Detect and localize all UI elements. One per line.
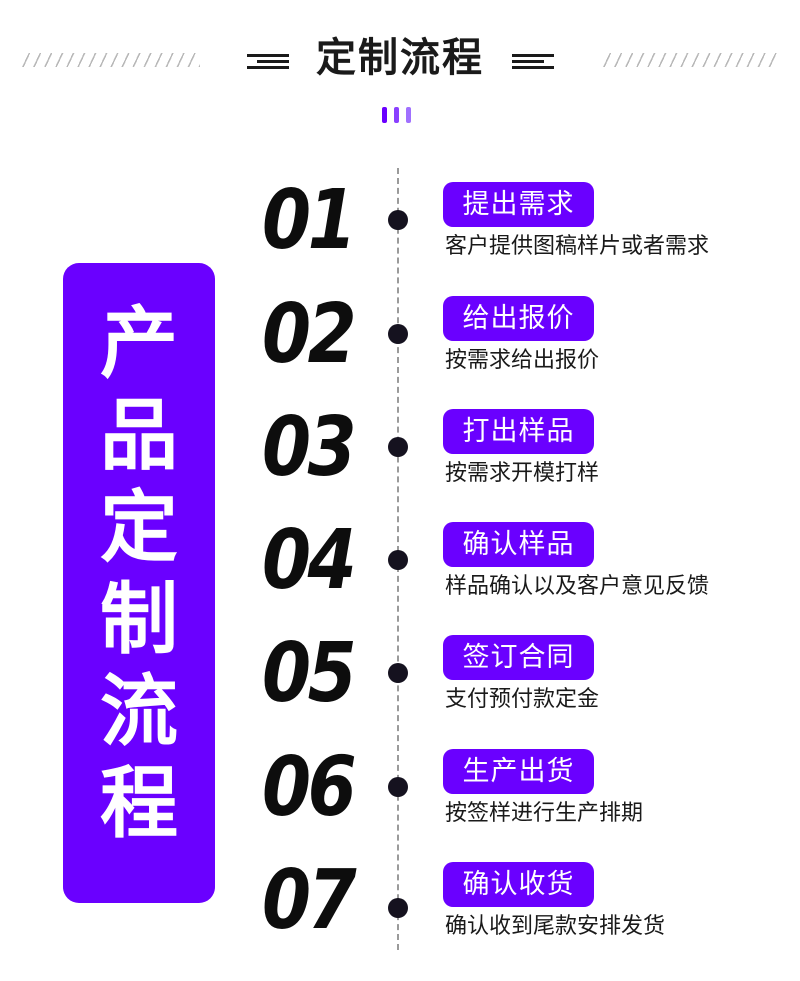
step-description: 按签样进行生产排期	[445, 801, 644, 826]
side-panel-char: 流	[99, 667, 178, 757]
timeline-dot-icon	[388, 663, 408, 683]
step-number: 06	[262, 740, 357, 835]
step-title-badge: 生产出货	[443, 749, 594, 794]
side-panel-char: 产	[99, 299, 178, 389]
step-title-badge: 确认样品	[443, 522, 594, 567]
step-03: 03 打出样品 按需求开模打样	[0, 403, 800, 499]
step-title-badge: 确认收货	[443, 862, 594, 907]
step-description: 样品确认以及客户意见反馈	[445, 574, 710, 599]
step-number: 04	[262, 513, 357, 608]
title-lines-left-icon	[247, 50, 289, 72]
title-lines-right-icon	[512, 50, 554, 72]
accent-bar	[394, 107, 399, 123]
page-title: 定制流程	[316, 35, 484, 81]
step-number: 03	[262, 400, 357, 495]
side-panel: 产 品 定 制 流 程	[63, 263, 215, 903]
step-title-badge: 给出报价	[443, 296, 594, 341]
timeline-dot-icon	[388, 324, 408, 344]
step-description: 按需求开模打样	[445, 461, 600, 486]
step-06: 06 生产出货 按签样进行生产排期	[0, 743, 800, 839]
step-title-badge: 提出需求	[443, 182, 594, 227]
side-panel-char: 品	[99, 391, 178, 481]
step-05: 05 签订合同 支付预付款定金	[0, 629, 800, 725]
step-number: 01	[262, 173, 357, 268]
timeline-dot-icon	[388, 437, 408, 457]
decorative-hatch-right	[603, 53, 778, 67]
step-description: 按需求给出报价	[445, 348, 600, 373]
title-accent-bars	[382, 107, 422, 123]
step-number: 05	[262, 626, 357, 721]
step-04: 04 确认样品 样品确认以及客户意见反馈	[0, 516, 800, 612]
side-panel-char: 程	[99, 759, 178, 849]
step-title-badge: 签订合同	[443, 635, 594, 680]
side-panel-char: 定	[99, 483, 178, 573]
step-number: 07	[262, 853, 357, 948]
side-panel-char: 制	[99, 575, 178, 665]
step-07: 07 确认收货 确认收到尾款安排发货	[0, 856, 800, 952]
timeline-dot-icon	[388, 550, 408, 570]
step-title-badge: 打出样品	[443, 409, 594, 454]
step-number: 02	[262, 287, 357, 382]
step-description: 确认收到尾款安排发货	[445, 914, 666, 939]
step-description: 支付预付款定金	[445, 687, 600, 712]
step-02: 02 给出报价 按需求给出报价	[0, 290, 800, 386]
timeline-dot-icon	[388, 210, 408, 230]
step-description: 客户提供图稿样片或者需求	[445, 234, 710, 259]
decorative-hatch-left	[22, 53, 200, 67]
step-01: 01 提出需求 客户提供图稿样片或者需求	[0, 176, 800, 272]
timeline-dot-icon	[388, 898, 408, 918]
accent-bar	[382, 107, 387, 123]
accent-bar	[406, 107, 411, 123]
timeline-dot-icon	[388, 777, 408, 797]
